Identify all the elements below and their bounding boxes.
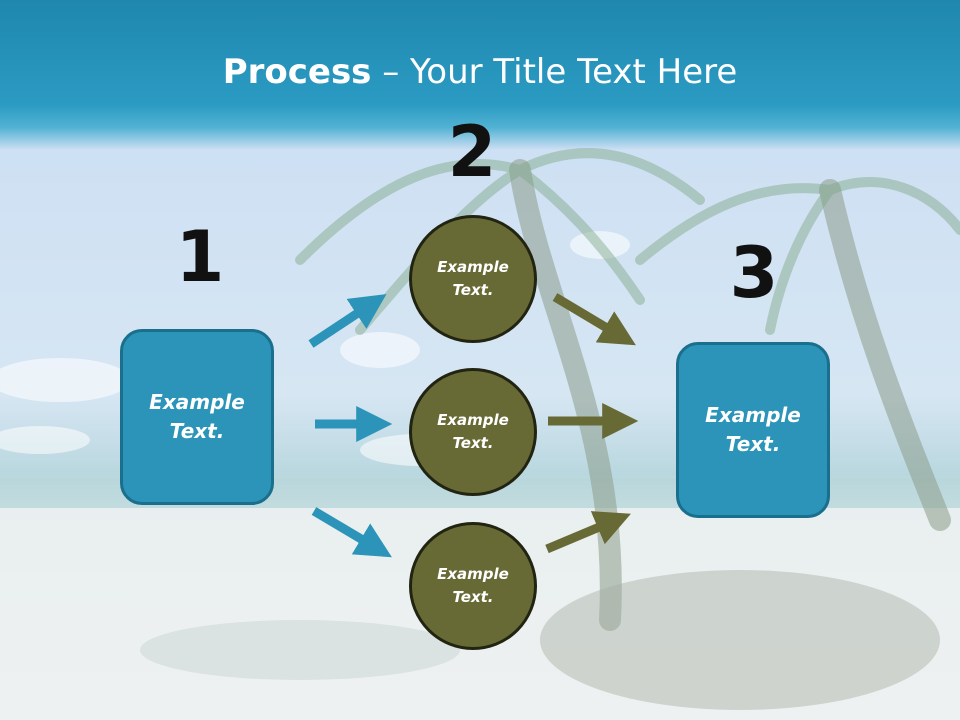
circle-top-line2: Text. [452, 281, 494, 299]
step-1-box: Example Text. [120, 329, 274, 505]
step-2-circle-bottom: Example Text. [409, 522, 537, 650]
step-3-box: Example Text. [676, 342, 830, 518]
title-rest: – Your Title Text Here [371, 52, 738, 92]
step-3-text-line2: Text. [725, 432, 781, 456]
step-2-circle-middle: Example Text. [409, 368, 537, 496]
step-1-text-line1: Example [149, 390, 245, 414]
step-3-text-line1: Example [705, 403, 801, 427]
step-number-2: 2 [447, 111, 497, 193]
circle-bottom-line1: Example [437, 565, 509, 583]
circle-top-line1: Example [437, 258, 509, 276]
title-bold: Process [222, 52, 372, 92]
circle-middle-line1: Example [437, 411, 509, 429]
step-number-1: 1 [175, 216, 225, 298]
circle-middle-line2: Text. [452, 434, 494, 452]
title-bar [0, 0, 960, 150]
step-2-circle-top: Example Text. [409, 215, 537, 343]
circle-bottom-line2: Text. [452, 588, 494, 606]
step-1-text-line2: Text. [169, 419, 225, 443]
step-number-3: 3 [729, 232, 779, 314]
slide-title: Process – Your Title Text Here [0, 52, 960, 92]
